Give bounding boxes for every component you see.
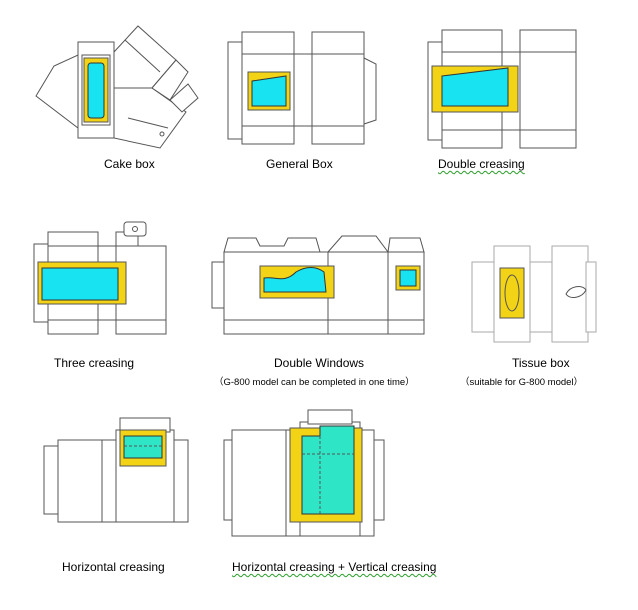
horizontal-vertical-creasing-box-diagram <box>223 409 385 537</box>
three-creasing-box-diagram <box>33 221 167 335</box>
horizontal-creasing-label: Horizontal creasing <box>62 560 165 574</box>
tissue-box-note: （suitable for G-800 model） <box>460 377 584 388</box>
double-creasing-box-diagram <box>427 29 577 149</box>
double-windows-label: Double Windows <box>274 356 365 370</box>
cake-box-diagram <box>35 25 199 149</box>
general-box-label: General Box <box>266 157 333 171</box>
general-box-diagram <box>227 31 377 145</box>
horizontal-creasing-box-diagram <box>43 417 189 523</box>
double-windows-box-diagram <box>211 235 425 335</box>
horizontal-vertical-creasing-label-text: Horizontal creasing + Vertical creasing <box>232 560 437 574</box>
three-creasing-label: Three creasing <box>54 356 135 370</box>
tissue-box-label: Tissue box <box>512 356 570 370</box>
horizontal-vertical-creasing-label: Horizontal creasing + Vertical creasing <box>232 560 436 574</box>
double-creasing-label-text: Double creasing <box>438 157 525 171</box>
cake-box-label: Cake box <box>104 157 155 171</box>
tissue-box-diagram <box>471 245 597 343</box>
double-creasing-label: Double creasing <box>438 157 525 171</box>
double-windows-note: （G-800 model can be completed in one tim… <box>214 377 415 388</box>
